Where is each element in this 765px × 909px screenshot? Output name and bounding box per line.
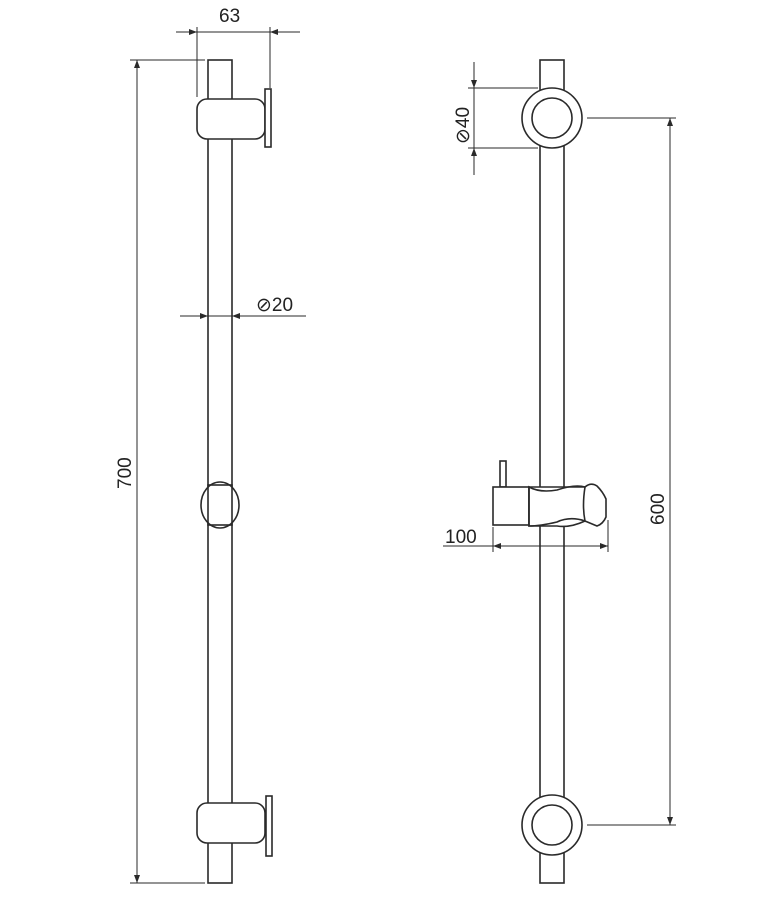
side-bottom-bracket <box>196 795 273 857</box>
holder-body <box>528 483 607 528</box>
front-view: ⊘40 600 100 <box>443 59 676 884</box>
side-bottom-bracket-plate <box>265 795 273 857</box>
dimension-100: 100 <box>443 520 609 552</box>
holder-projection-label: 100 <box>445 527 477 548</box>
width-dimension-label: 63 <box>219 6 240 27</box>
bracket-spacing-label: 600 <box>648 493 669 525</box>
total-height-label: 700 <box>115 457 136 489</box>
dimension-700: 700 <box>115 59 205 884</box>
dimension-diameter-40: ⊘40 <box>453 62 538 175</box>
rail-diameter-label: ⊘20 <box>256 295 293 316</box>
side-view: 63 ⊘20 700 <box>115 6 306 884</box>
side-slider-ring <box>200 481 240 529</box>
holder-clamp-block <box>492 486 530 526</box>
holder-knob-stem <box>499 460 507 488</box>
rosette-diameter-label: ⊘40 <box>453 107 474 144</box>
dimension-600: 600 <box>587 117 676 826</box>
front-bottom-rosette <box>521 794 583 856</box>
dimension-63: 63 <box>176 6 300 97</box>
dimension-diameter-20: ⊘20 <box>180 295 306 319</box>
side-top-bracket <box>196 88 272 148</box>
side-top-bracket-body <box>196 98 266 140</box>
side-rail-tube <box>207 59 233 884</box>
holder-cup-shape <box>528 485 587 527</box>
front-top-rosette <box>521 87 583 149</box>
front-top-rosette-inner <box>531 97 573 139</box>
front-rail-tube <box>539 59 565 884</box>
side-bottom-bracket-body <box>196 802 266 844</box>
front-bottom-rosette-inner <box>531 804 573 846</box>
front-slider-holder <box>492 460 607 528</box>
side-rail-inner <box>207 484 233 526</box>
side-top-bracket-plate <box>264 88 272 148</box>
